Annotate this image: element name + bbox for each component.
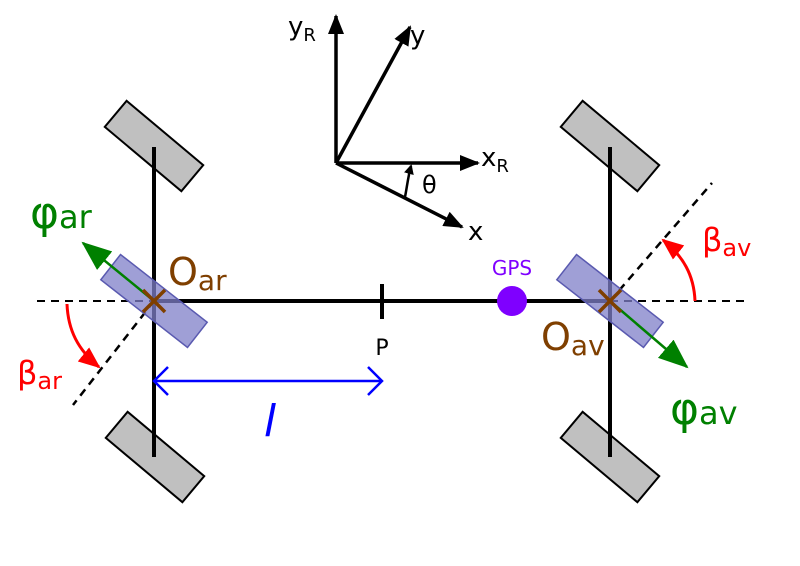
o-av-label: Oav [541,315,605,362]
origin-av-cross [597,288,623,314]
left-steer-dashed-line [72,300,155,406]
y-r-label: yR [288,12,316,46]
o-ar-label: Oar [168,250,227,297]
length-arrow-left-head [152,366,169,396]
phi-av-label: φav [670,384,738,435]
gps-point [497,286,527,316]
x-r-label: xR [481,143,509,177]
phi-ar-label: φar [30,188,93,239]
beta-ar-arc-arrow [65,303,101,369]
beta-av-arc-arrow [661,238,697,302]
right-steer-dashed-line [609,182,713,302]
wheel-rear-top [103,99,205,193]
origin-ar-cross [141,288,167,314]
phi-av-arrow [609,300,689,369]
y-label: y [410,21,425,51]
x-axis [335,161,464,229]
beta-ar-label: βar [17,354,62,395]
theta-arc-arrow [403,164,414,198]
y-axis [334,25,412,164]
wheel-front-top [559,99,661,193]
theta-label: θ [422,171,437,199]
length-label: l [264,396,277,447]
point-p-label: P [375,336,388,361]
x-label: x [468,217,483,247]
beta-av-label: βav [702,221,751,262]
length-arrow-right-head [367,366,384,396]
gps-label: GPS [492,256,532,280]
